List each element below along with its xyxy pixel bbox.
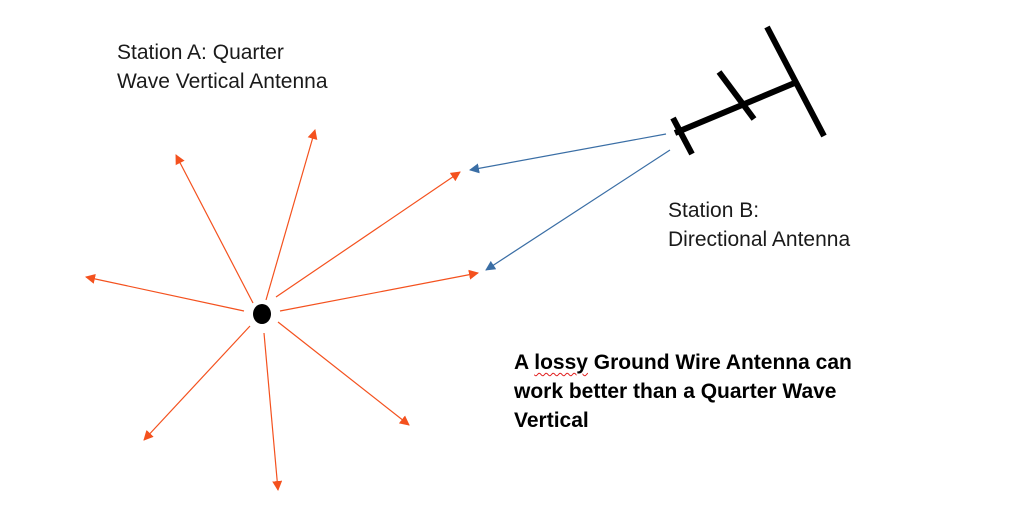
station-a-antenna-dot <box>253 304 271 324</box>
station-b-label-line2: Directional Antenna <box>668 228 851 251</box>
caption-line2: work better than a Quarter Wave <box>514 380 837 403</box>
antenna-element-director <box>670 116 695 156</box>
caption-line1-post: Ground Wire Antenna can <box>587 351 852 374</box>
station-a-radiation <box>85 129 479 491</box>
station-a-label-line2: Wave Vertical Antenna <box>117 70 328 93</box>
station-b-label-line1: Station B: <box>668 199 760 222</box>
signal-arrow <box>485 149 671 271</box>
station-b-label: Station B: Directional Antenna <box>668 196 850 254</box>
caption-flagged-word: lossy <box>534 351 588 374</box>
antenna-element-driven <box>716 70 757 121</box>
radiation-arrow <box>277 321 410 426</box>
radiation-arrow <box>143 325 251 441</box>
station-b-signal <box>469 133 671 271</box>
station-a-label: Station A: Quarter Wave Vertical Antenna <box>117 38 328 96</box>
caption-line1-pre: A <box>514 351 535 374</box>
antenna-boom <box>673 79 799 136</box>
station-a-label-line1: Station A: Quarter <box>117 41 284 64</box>
signal-arrow <box>469 133 667 174</box>
radiation-arrow <box>175 154 254 304</box>
radiation-arrow <box>263 332 283 491</box>
diagram-caption: A lossy Ground Wire Antenna can work bet… <box>514 348 852 435</box>
station-b-yagi-antenna <box>670 25 827 156</box>
antenna-element-reflector <box>764 25 827 138</box>
radiation-arrow <box>265 129 318 301</box>
radiation-arrow <box>275 171 461 298</box>
caption-line3: Vertical <box>514 409 589 432</box>
radiation-arrow <box>279 269 479 312</box>
radiation-arrow <box>85 274 245 312</box>
caption-line1: A lossy Ground Wire Antenna can <box>514 348 852 377</box>
